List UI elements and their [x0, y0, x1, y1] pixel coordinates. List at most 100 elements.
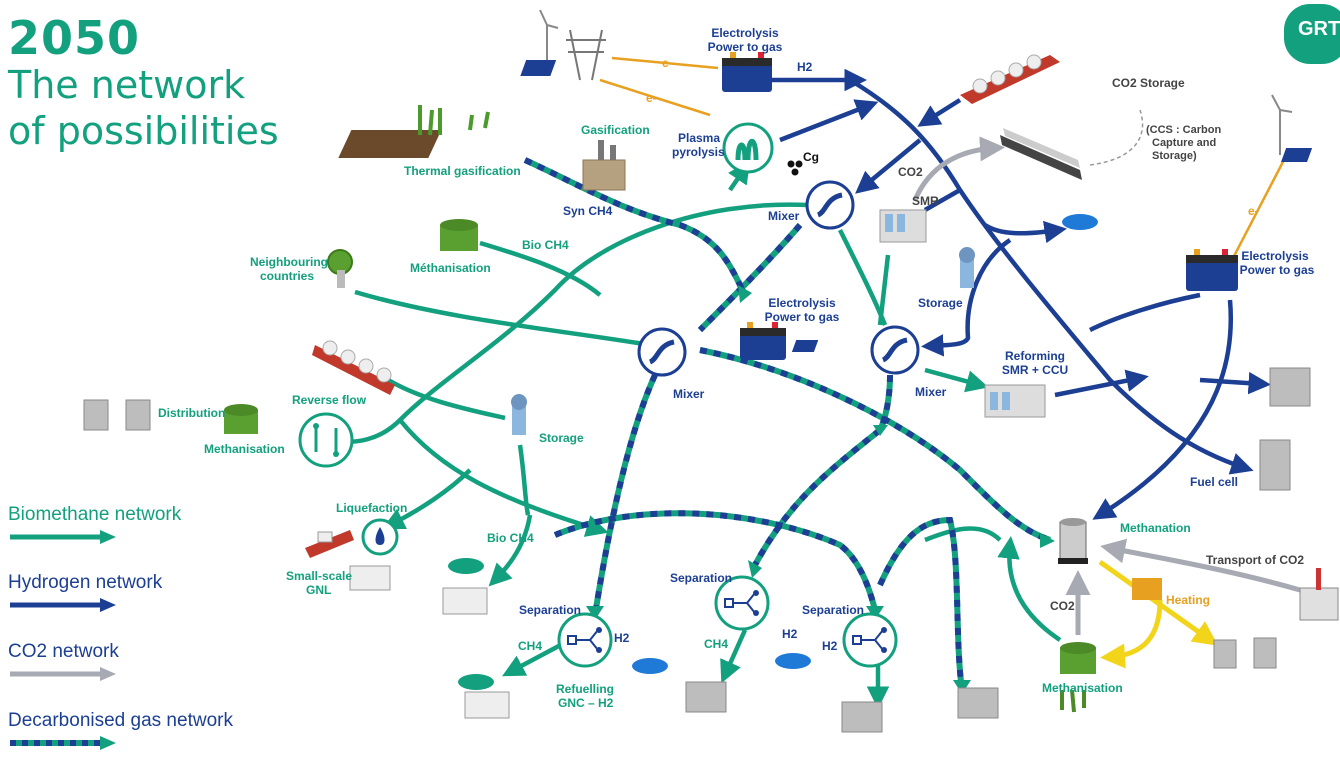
methanisation-tank-icon-left	[224, 404, 258, 434]
bio-line-mixer1-left	[329, 202, 809, 445]
solar-panel-icon-right	[1281, 148, 1313, 162]
electricity-lines	[599, 56, 1287, 261]
separation-node-left	[557, 612, 613, 668]
h2-line-to-mixer1	[855, 138, 922, 194]
label-ch4-mid: CH4	[704, 637, 728, 651]
label-small-scale-2: GNL	[306, 583, 331, 597]
h2-line-main-a	[848, 78, 1254, 475]
label-e-minus-2: e-	[646, 91, 657, 105]
mixer-node-right	[870, 325, 920, 375]
title-line-2: of possibilities	[8, 109, 279, 153]
bio-line-methanisation-up	[997, 536, 1062, 642]
h2-line-ship	[917, 98, 962, 127]
hydrogen-network	[772, 68, 1271, 520]
label-electrolysis-top-1: Electrolysis	[711, 26, 779, 40]
label-methanation: Methanation	[1120, 521, 1191, 535]
label-methanisation-bottom: Methanisation	[1042, 681, 1123, 695]
label-distribution: Distribution	[158, 406, 225, 420]
label-co2-bottom: CO2	[1050, 599, 1075, 613]
h2-line-electrolysis-right	[1088, 292, 1201, 333]
label-refuelling-1: Refuelling	[556, 682, 614, 696]
legend-hydrogen: Hydrogen network	[8, 572, 162, 612]
bio-line-neighbouring	[354, 289, 651, 348]
label-mixer-right: Mixer	[915, 385, 947, 399]
reforming-plant-icon	[984, 384, 1046, 418]
label-gasification: Gasification	[581, 123, 650, 137]
legend-co2-label: CO2 network	[8, 641, 119, 662]
label-co2-smr: CO2	[898, 165, 923, 179]
bio-line-methanisation	[479, 240, 602, 297]
label-h2-left: H2	[614, 631, 630, 645]
legend-co2-arrow	[10, 667, 116, 681]
legend-biomethane-label: Biomethane network	[8, 504, 182, 525]
wind-turbine-icon-right	[1271, 94, 1293, 155]
label-e-minus-3: e-	[1248, 204, 1259, 218]
plasma-pyrolysis-node	[722, 122, 774, 174]
mixer-node-left	[637, 327, 687, 377]
bio-line-smr-mixer3	[877, 254, 891, 326]
legend-decarbonised-arrow	[10, 736, 116, 750]
methanation-tank-icon	[1058, 518, 1088, 564]
small-ship-icon	[305, 530, 354, 558]
decarb-arrow-mixer2	[738, 285, 752, 303]
label-electrolysis-mid-2: Power to gas	[765, 310, 840, 324]
pylon-icon	[566, 29, 606, 81]
bio-line-ship-storage	[383, 376, 506, 421]
vehicle-icons	[349, 214, 1098, 719]
decarb-arrow-industry	[953, 680, 971, 694]
bio-line-reverse-liquefaction	[381, 468, 472, 530]
page-title: 2050 The network of possibilities	[8, 14, 279, 154]
bio-line-mixer1-mixer3	[837, 228, 888, 326]
label-refuelling-2: GNC – H2	[558, 696, 614, 710]
methanisation-tank-icon	[440, 219, 478, 251]
label-reforming-2: SMR + CCU	[1002, 363, 1068, 377]
label-liquefaction: Liquefaction	[336, 501, 407, 515]
label-cg: Cg	[803, 150, 819, 164]
diagram-labels: Electrolysis Power to gas H2 e- e- e- CO…	[158, 26, 1315, 710]
label-ccs-3: Storage)	[1152, 150, 1197, 162]
battery-icon-top	[722, 52, 772, 92]
label-syn-ch4: Syn CH4	[563, 204, 613, 218]
lng-ship-icon-top-right	[960, 54, 1060, 104]
separation-node-mid	[714, 575, 770, 631]
co2-line-smr-storage	[912, 136, 1005, 202]
legend-biomethane-arrow	[10, 530, 116, 544]
building-icons	[83, 367, 1311, 733]
label-methanisation: Méthanisation	[410, 261, 491, 275]
solar-panel-icon-top	[520, 60, 557, 76]
label-plasma-1: Plasma	[678, 131, 720, 145]
label-electrolysis-right-2: Power to gas	[1240, 263, 1315, 277]
decarb-arrow-separation-left	[586, 606, 604, 620]
storage-valve-icon-left	[511, 394, 527, 435]
h2-line-storage	[921, 238, 1012, 357]
label-fuel-cell: Fuel cell	[1190, 475, 1238, 489]
label-ccs-2: Capture and	[1152, 137, 1216, 149]
label-mixer-top: Mixer	[768, 209, 800, 223]
h2-line-car	[983, 220, 1067, 244]
label-reforming-1: Reforming	[1005, 349, 1065, 363]
grt-logo: GRT	[1284, 4, 1340, 64]
reverse-flow-node	[298, 412, 354, 468]
h2-line-reforming	[1054, 369, 1149, 398]
label-heating: Heating	[1166, 593, 1210, 607]
label-transport-co2: Transport of CO2	[1206, 553, 1304, 567]
co2-ship-icon	[1000, 128, 1082, 180]
legend-co2: CO2 network	[8, 641, 119, 681]
label-bio-ch4-top: Bio CH4	[522, 238, 569, 252]
label-ccs-1: (CCS : Carbon	[1146, 124, 1221, 136]
heater-icon	[1132, 578, 1162, 600]
title-line-1: The network	[8, 63, 246, 107]
label-h2: H2	[797, 60, 813, 74]
bio-line-mixer2-right	[924, 526, 1002, 543]
factory-icon-co2-source	[1299, 568, 1339, 621]
storage-valve-icon-right	[959, 247, 975, 288]
legend-decarbonised-label: Decarbonised gas network	[8, 710, 233, 731]
label-separation-mid: Separation	[670, 571, 732, 585]
label-e-minus-1: e-	[662, 56, 673, 70]
label-storage-right: Storage	[918, 296, 963, 310]
liquefaction-node	[361, 518, 399, 556]
heating-lines	[1098, 559, 1219, 669]
lng-ship-icon-left	[312, 340, 395, 395]
label-neighbouring-2: countries	[260, 269, 314, 283]
label-separation-left: Separation	[519, 603, 581, 617]
